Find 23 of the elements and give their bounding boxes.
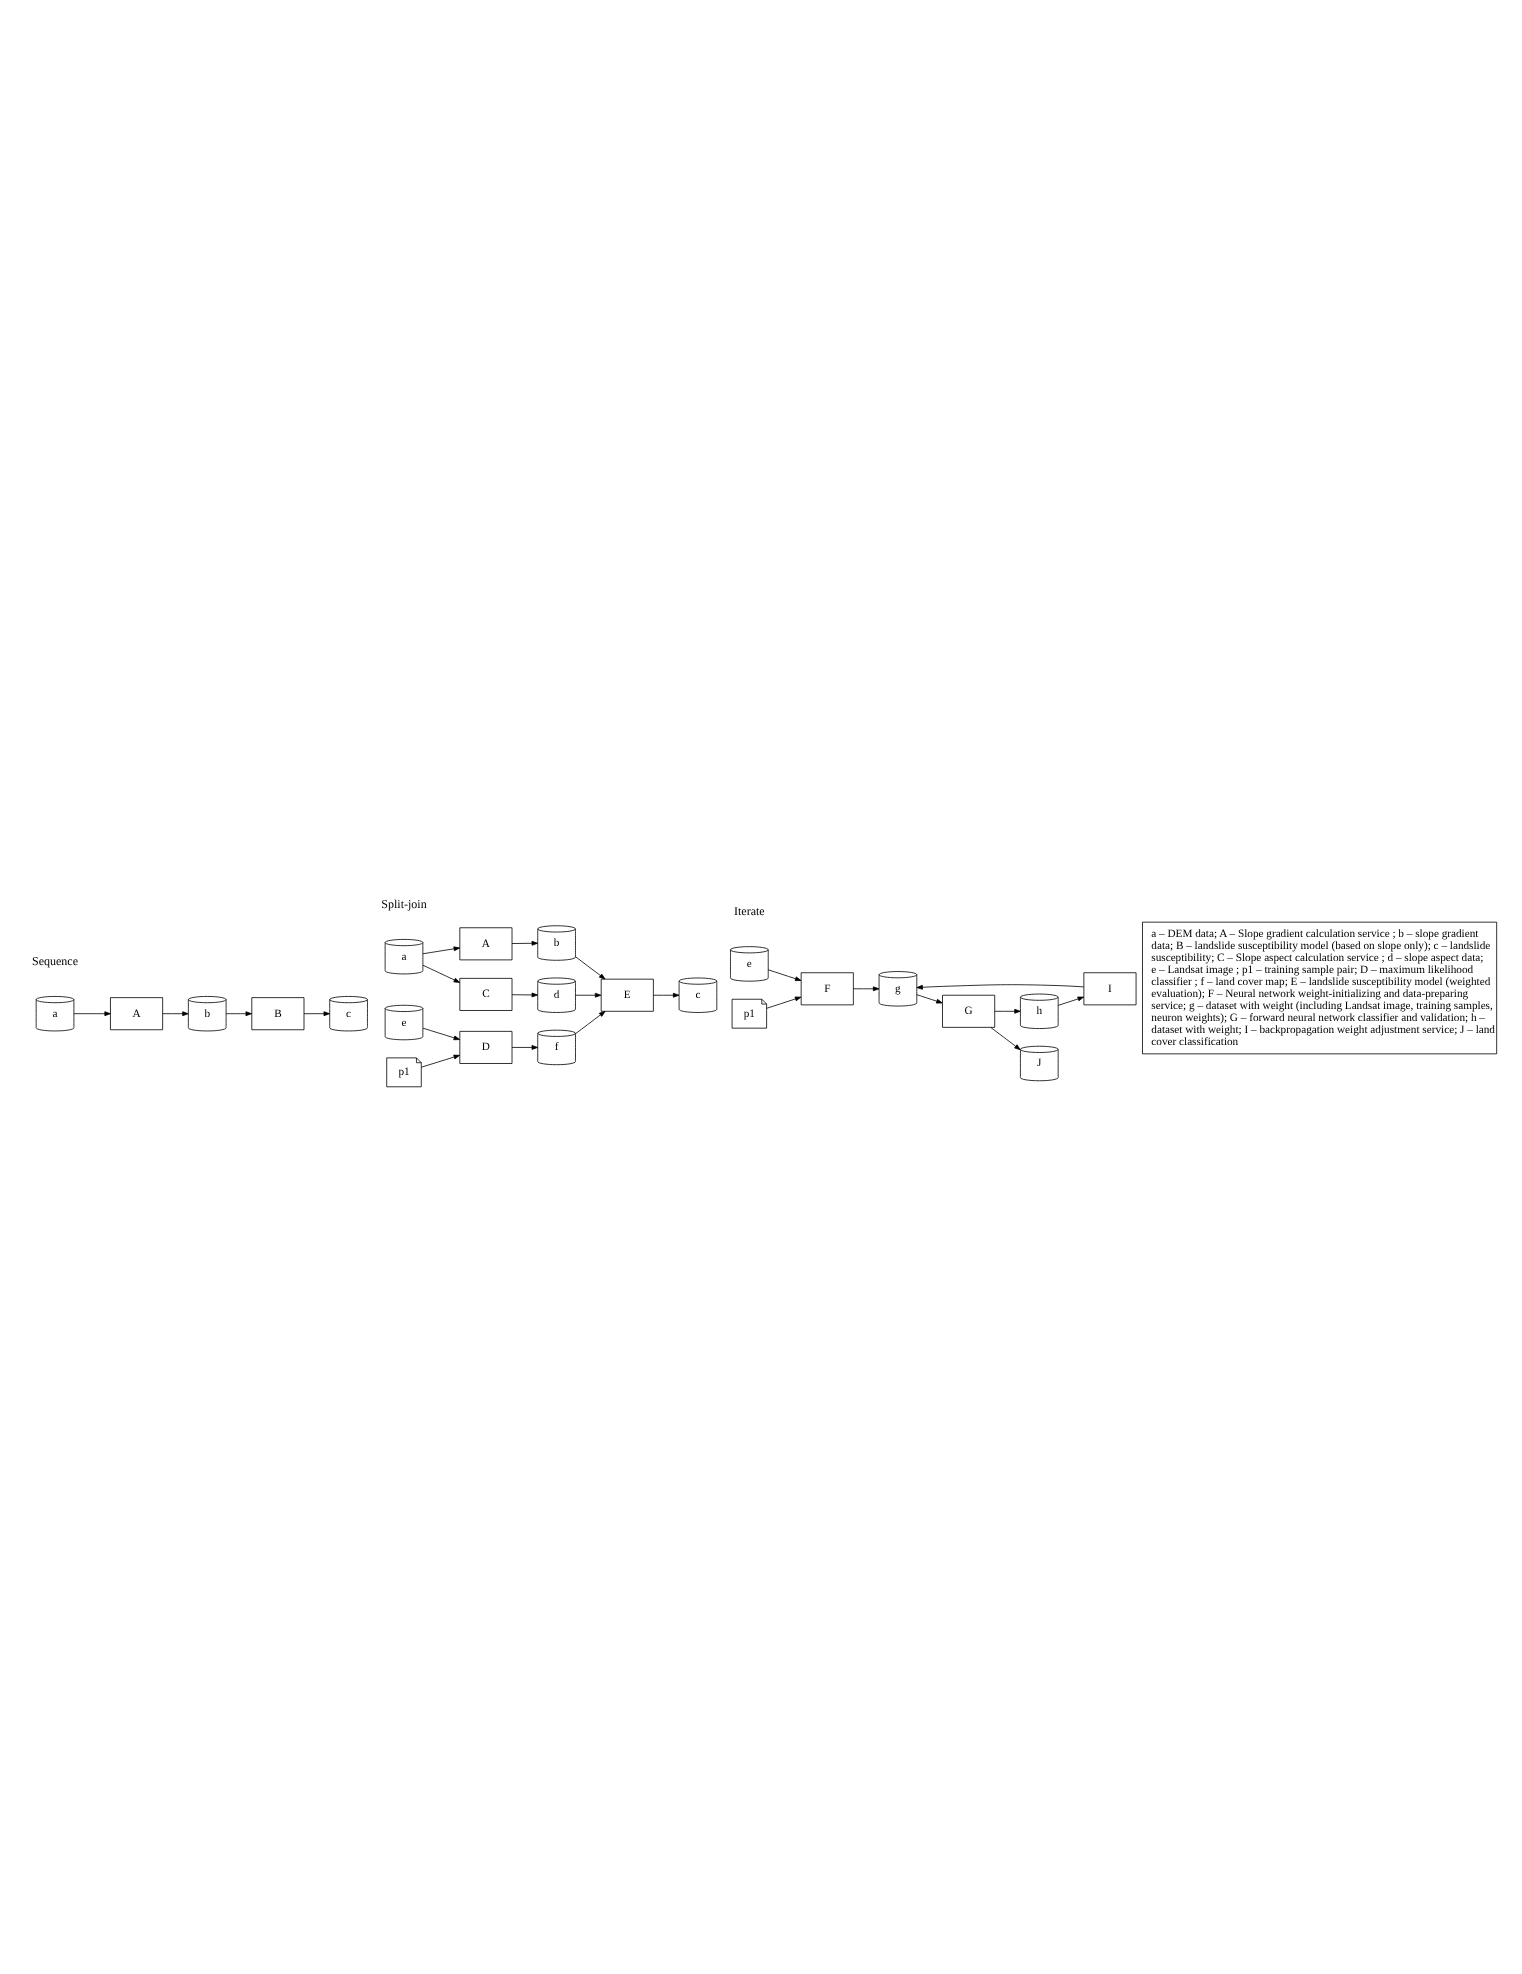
arrow	[162, 1010, 189, 1016]
arrow	[916, 993, 943, 1003]
arrow	[225, 1010, 252, 1016]
arrow	[1057, 995, 1084, 1005]
arrow	[916, 983, 1085, 989]
arrow	[575, 1010, 606, 1034]
arrow	[422, 1026, 461, 1040]
arrow	[422, 945, 461, 954]
arrow	[421, 1053, 461, 1067]
arrow	[853, 985, 880, 991]
arrow	[575, 955, 606, 979]
arrow	[766, 995, 802, 1008]
arrow	[511, 939, 538, 945]
arrow	[511, 1044, 538, 1049]
arrow	[422, 963, 461, 982]
arrow	[511, 991, 538, 997]
arrow	[990, 1026, 1021, 1050]
arrow	[653, 991, 680, 997]
arrow	[73, 1010, 111, 1016]
arrow	[575, 991, 602, 997]
arrow	[303, 1010, 330, 1016]
arrow	[994, 1007, 1021, 1013]
arrow	[767, 968, 802, 980]
